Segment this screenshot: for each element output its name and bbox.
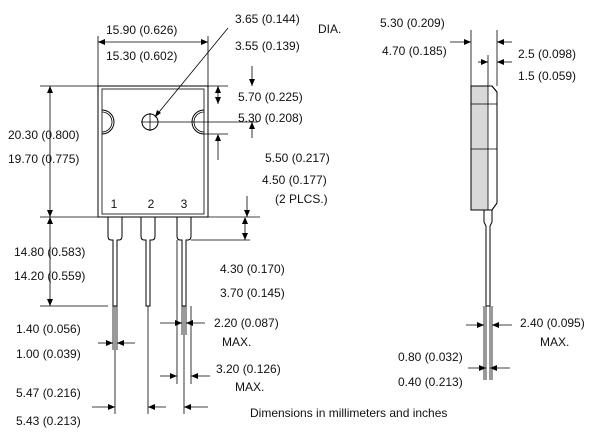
- hole-max-label: 3.65 (0.144): [235, 12, 300, 26]
- pitch-max-label: 5.47 (0.216): [16, 386, 81, 400]
- pin-2-label: 2: [148, 197, 155, 211]
- hole-dia-label: DIA.: [318, 22, 341, 36]
- lead-thickness-note: MAX.: [222, 335, 251, 349]
- side-lead-t-max-label: 0.80 (0.032): [398, 350, 463, 364]
- side-thickness-min-label: 4.70 (0.185): [382, 44, 447, 58]
- hole-pos-max-label: 5.70 (0.225): [238, 90, 303, 104]
- package-body: [97, 85, 209, 218]
- left-mounting-slot: [101, 109, 115, 135]
- side-lead-max-label: 2.40 (0.095): [520, 316, 585, 330]
- tab-thickness-min-label: 1.5 (0.059): [518, 69, 576, 83]
- lead-thickness-max-label: 2.20 (0.087): [214, 316, 279, 330]
- side-lead-t-min-label: 0.40 (0.213): [398, 375, 463, 389]
- lead-2: [140, 217, 156, 307]
- hole-leader: [154, 27, 229, 118]
- slot-note-label: (2 PLCS.): [275, 192, 328, 206]
- tab-thickness-max-label: 2.5 (0.098): [518, 47, 576, 61]
- pin-1-label: 1: [111, 197, 118, 211]
- lead-len-max-label: 14.80 (0.583): [14, 245, 85, 259]
- shoulder-width-max-label: 3.20 (0.126): [216, 362, 281, 376]
- lead-1: [107, 217, 123, 307]
- height-max-label: 20.30 (0.800): [8, 128, 79, 142]
- slot-min-label: 4.50 (0.177): [262, 173, 327, 187]
- side-view: [470, 85, 498, 307]
- front-dimensions: 15.90 (0.626) 15.30 (0.602) 3.65 (0.144)…: [8, 12, 341, 428]
- side-lead: [483, 210, 493, 307]
- shoulder-max-label: 4.30 (0.170): [220, 262, 285, 276]
- side-lead-note: MAX.: [540, 335, 569, 349]
- lead-width-min-label: 1.00 (0.039): [16, 347, 81, 361]
- shoulder-width-note: MAX.: [235, 380, 264, 394]
- pitch-min-label: 5.43 (0.213): [16, 414, 81, 428]
- footer-note: Dimensions in millimeters and inches: [250, 406, 447, 420]
- width-max-label: 15.90 (0.626): [106, 23, 177, 37]
- side-tab-shade: [471, 86, 488, 210]
- pin-3-label: 3: [181, 197, 188, 211]
- side-dimensions: 5.30 (0.209) 4.70 (0.185) 2.5 (0.098) 1.…: [380, 16, 585, 389]
- lead-len-min-label: 14.20 (0.559): [14, 269, 85, 283]
- package-inner-outline: [101, 88, 205, 215]
- slot-max-label: 5.50 (0.217): [265, 151, 330, 165]
- lead-3: [176, 217, 192, 307]
- lead-width-max-label: 1.40 (0.056): [16, 322, 81, 336]
- hole-min-label: 3.55 (0.139): [235, 39, 300, 53]
- hole-pos-min-label: 5.30 (0.208): [238, 111, 303, 125]
- front-view: 1 2 3: [97, 85, 209, 307]
- height-min-label: 19.70 (0.775): [8, 152, 79, 166]
- side-thickness-max-label: 5.30 (0.209): [380, 16, 445, 30]
- shoulder-min-label: 3.70 (0.145): [220, 286, 285, 300]
- width-min-label: 15.30 (0.602): [106, 49, 177, 63]
